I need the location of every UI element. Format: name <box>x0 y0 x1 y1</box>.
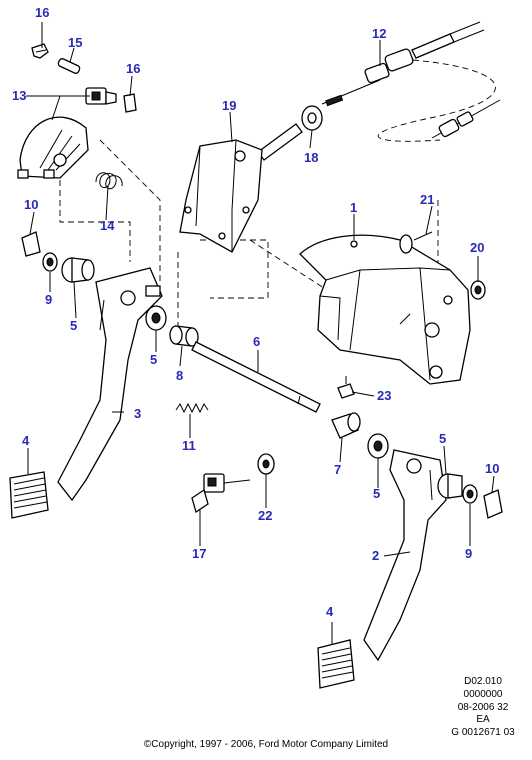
callout-4: 4 <box>326 604 334 619</box>
callout-18: 18 <box>304 150 318 165</box>
callout-10: 10 <box>485 461 499 476</box>
callout-3: 3 <box>134 406 141 421</box>
callout-4: 4 <box>22 433 30 448</box>
part-9-washer-right <box>462 484 478 504</box>
reference-line: 0000000 <box>463 688 503 700</box>
callout-19: 19 <box>222 98 236 113</box>
callout-21: 21 <box>420 192 434 207</box>
callout-10: 10 <box>24 197 38 212</box>
callout-11: 11 <box>182 438 196 453</box>
part-15-pin <box>57 58 81 74</box>
callout-5: 5 <box>373 486 380 501</box>
leader-lines <box>26 22 495 644</box>
part-3-pedal <box>57 267 163 502</box>
callout-12: 12 <box>372 26 386 41</box>
part-2-pedal <box>363 449 447 662</box>
part-4-pad-left <box>9 471 49 519</box>
callout-9: 9 <box>465 546 472 561</box>
callout-17: 17 <box>192 546 206 561</box>
part-10-clip-left <box>21 231 41 257</box>
callout-7: 7 <box>334 462 341 477</box>
part-18-bush <box>301 105 323 131</box>
part-12-cable-end <box>431 99 501 139</box>
part-5-bush-far-right <box>437 473 463 499</box>
callout-22: 22 <box>258 508 272 523</box>
part-19-bracket <box>179 123 303 253</box>
part-22-bush <box>257 453 275 475</box>
callout-labels: 16 15 13 16 14 12 19 18 1 21 20 23 10 9 … <box>12 5 499 619</box>
part-5-bush-right <box>367 433 389 459</box>
part-13-quadrant <box>17 116 89 179</box>
callout-16: 16 <box>35 5 49 20</box>
part-12-cable <box>321 21 485 107</box>
part-20-nut <box>470 280 486 300</box>
part-7-bush <box>331 412 361 439</box>
callout-8: 8 <box>176 368 183 383</box>
callout-6: 6 <box>253 334 260 349</box>
reference-line: EA <box>476 714 490 726</box>
reference-line: 08-2006 32 <box>457 701 509 713</box>
part-23-nut <box>337 376 355 399</box>
part-16-clip-right <box>123 93 137 113</box>
part-17-switch <box>191 473 251 514</box>
part-13-switch <box>85 87 117 105</box>
part-21-bolt <box>399 231 433 254</box>
copyright-notice: ©Copyright, 1997 - 2006, Ford Motor Comp… <box>143 739 389 750</box>
part-8-bush <box>169 325 199 347</box>
reference-block: D02.010 0000000 08-2006 32 EA G 0012671 … <box>438 676 528 740</box>
part-16-clip-top <box>31 43 49 59</box>
callout-20: 20 <box>470 240 484 255</box>
callout-16: 16 <box>126 61 140 76</box>
callout-1: 1 <box>350 200 357 215</box>
part-11-spring <box>175 402 209 414</box>
part-14-spring <box>95 172 123 190</box>
callout-14: 14 <box>100 218 115 233</box>
callout-2: 2 <box>372 548 379 563</box>
part-10-clip-right <box>483 489 503 519</box>
part-1-main-bracket <box>299 234 471 385</box>
callout-5: 5 <box>150 352 157 367</box>
part-6-shaft <box>191 341 321 413</box>
callout-13: 13 <box>12 88 26 103</box>
reference-line: G 0012671 03 <box>451 727 515 739</box>
part-9-washer-left <box>42 252 58 272</box>
callout-5: 5 <box>439 431 446 446</box>
callout-15: 15 <box>68 35 82 50</box>
reference-line: D02.010 <box>464 676 502 687</box>
callout-23: 23 <box>377 388 391 403</box>
part-4-pad-right <box>317 639 355 689</box>
callout-9: 9 <box>45 292 52 307</box>
part-5-bush-left <box>61 257 95 283</box>
callout-5: 5 <box>70 318 77 333</box>
part-5-bush-pedal-left <box>145 305 167 331</box>
